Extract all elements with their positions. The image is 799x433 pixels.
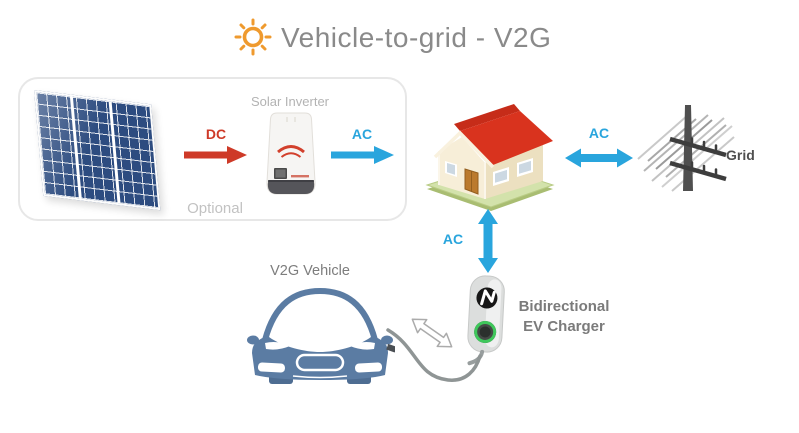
ac-label-charger: AC — [442, 231, 464, 247]
sun-icon — [234, 18, 272, 56]
charging-cable — [386, 328, 482, 382]
solar-panel-icon — [34, 90, 161, 211]
charger-label-line2: EV Charger — [523, 318, 605, 335]
optional-label: Optional — [187, 200, 243, 217]
charger-label-line1: Bidirectional — [518, 298, 610, 315]
vehicle-label: V2G Vehicle — [270, 263, 350, 279]
ac-label-inverter: AC — [351, 126, 373, 142]
car-icon — [247, 287, 395, 384]
ac-label-grid: AC — [588, 125, 610, 141]
dc-arrow — [184, 146, 247, 164]
ac-arrow-inverter-to-house — [331, 146, 394, 164]
charger-label: Bidirectional EV Charger — [508, 297, 620, 337]
page-title: Vehicle-to-grid - V2G — [281, 22, 552, 53]
grid-label: Grid — [726, 147, 755, 163]
optional-solar-section — [18, 77, 407, 221]
bidirectional-flow-arrow — [411, 318, 453, 348]
ac-arrow-house-to-grid — [565, 148, 633, 168]
grid-pole-icon — [637, 105, 735, 192]
dc-label: DC — [205, 126, 227, 142]
solar-inverter-label: Solar Inverter — [250, 94, 330, 109]
house-icon — [425, 104, 555, 211]
ac-arrow-house-to-charger — [478, 209, 498, 273]
solar-inverter-icon — [266, 112, 316, 195]
